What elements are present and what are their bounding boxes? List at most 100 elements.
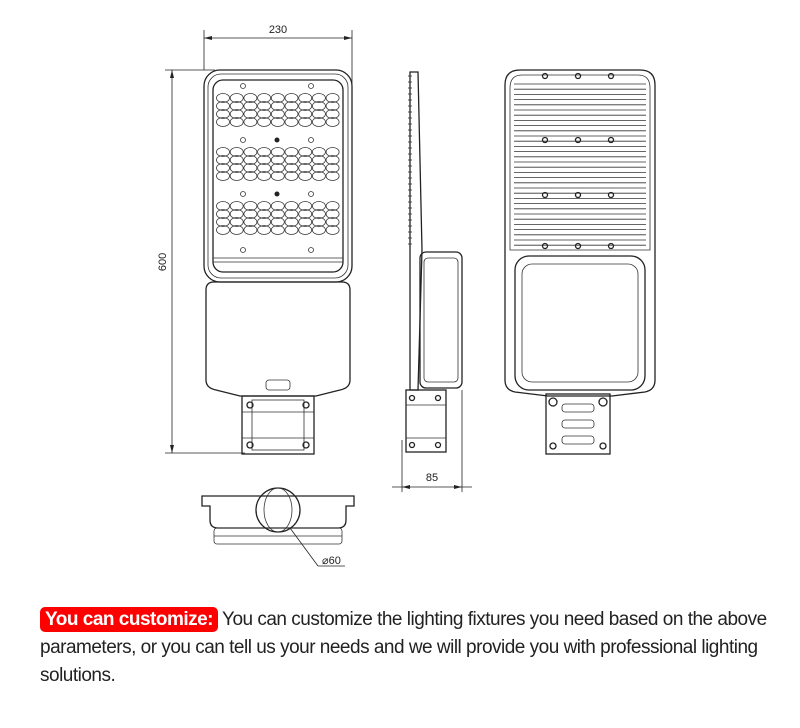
led <box>243 101 258 111</box>
led <box>325 109 340 119</box>
led <box>325 147 340 157</box>
led <box>229 201 244 211</box>
led <box>216 93 230 103</box>
led <box>229 155 244 165</box>
led <box>257 155 272 165</box>
led <box>325 93 340 103</box>
led <box>284 117 299 127</box>
back-view <box>504 69 656 455</box>
led <box>243 171 258 181</box>
led <box>284 101 299 111</box>
height-dimension-label: 600 <box>157 253 169 271</box>
led <box>284 171 299 181</box>
led <box>298 93 313 103</box>
led <box>216 201 230 211</box>
led <box>270 201 285 211</box>
led <box>216 171 230 181</box>
led <box>284 155 299 165</box>
led <box>216 117 230 127</box>
led <box>325 209 340 219</box>
led <box>270 171 285 181</box>
led <box>216 217 230 227</box>
led <box>257 163 272 173</box>
led <box>284 225 299 235</box>
led <box>216 147 230 157</box>
led <box>257 147 272 157</box>
led <box>270 101 285 111</box>
led <box>311 201 326 211</box>
led <box>325 201 340 211</box>
led <box>298 217 313 227</box>
led <box>243 209 258 219</box>
led <box>229 109 244 119</box>
led <box>298 163 313 173</box>
customization-text: You can customize the lighting fixtures … <box>40 609 767 686</box>
led <box>270 155 285 165</box>
led <box>229 147 244 157</box>
led <box>325 117 340 127</box>
led <box>311 217 326 227</box>
led <box>311 155 326 165</box>
led <box>325 225 340 235</box>
led <box>229 101 244 111</box>
led-array <box>216 83 340 253</box>
led <box>216 155 230 165</box>
led <box>298 201 313 211</box>
front-view: 230 600 <box>157 24 353 455</box>
led <box>257 201 272 211</box>
side-view: 85 <box>392 71 472 492</box>
led <box>216 109 230 119</box>
led <box>311 101 326 111</box>
led <box>311 171 326 181</box>
led <box>311 147 326 157</box>
led <box>243 155 258 165</box>
led <box>298 147 313 157</box>
led <box>216 209 230 219</box>
led <box>311 109 326 119</box>
led <box>284 147 299 157</box>
led <box>311 209 326 219</box>
led <box>270 117 285 127</box>
led <box>257 93 272 103</box>
led <box>284 93 299 103</box>
led <box>229 209 244 219</box>
led <box>298 155 313 165</box>
customize-badge: You can customize: <box>40 607 219 632</box>
width-dimension-label: 230 <box>269 24 287 36</box>
led <box>270 147 285 157</box>
led <box>243 217 258 227</box>
led <box>257 109 272 119</box>
led <box>298 209 313 219</box>
customization-note: You can customize:You can customize the … <box>40 606 780 690</box>
led <box>257 217 272 227</box>
led <box>325 155 340 165</box>
led <box>270 217 285 227</box>
street-light-technical-drawing: 230 600 85 <box>157 24 656 567</box>
led <box>325 101 340 111</box>
led <box>298 101 313 111</box>
depth-dimension-label: 85 <box>426 472 438 484</box>
led <box>243 117 258 127</box>
led <box>243 225 258 235</box>
led <box>284 209 299 219</box>
led <box>311 93 326 103</box>
pole-diameter-label: ⌀60 <box>322 555 341 567</box>
led <box>257 171 272 181</box>
led <box>270 93 285 103</box>
led <box>311 117 326 127</box>
led <box>284 217 299 227</box>
led <box>243 93 258 103</box>
led <box>229 163 244 173</box>
led <box>284 201 299 211</box>
led <box>284 163 299 173</box>
led <box>229 171 244 181</box>
led <box>257 209 272 219</box>
led <box>325 163 340 173</box>
led <box>257 101 272 111</box>
led <box>325 171 340 181</box>
led <box>284 109 299 119</box>
led <box>243 163 258 173</box>
led <box>270 209 285 219</box>
led <box>311 163 326 173</box>
led <box>229 225 244 235</box>
